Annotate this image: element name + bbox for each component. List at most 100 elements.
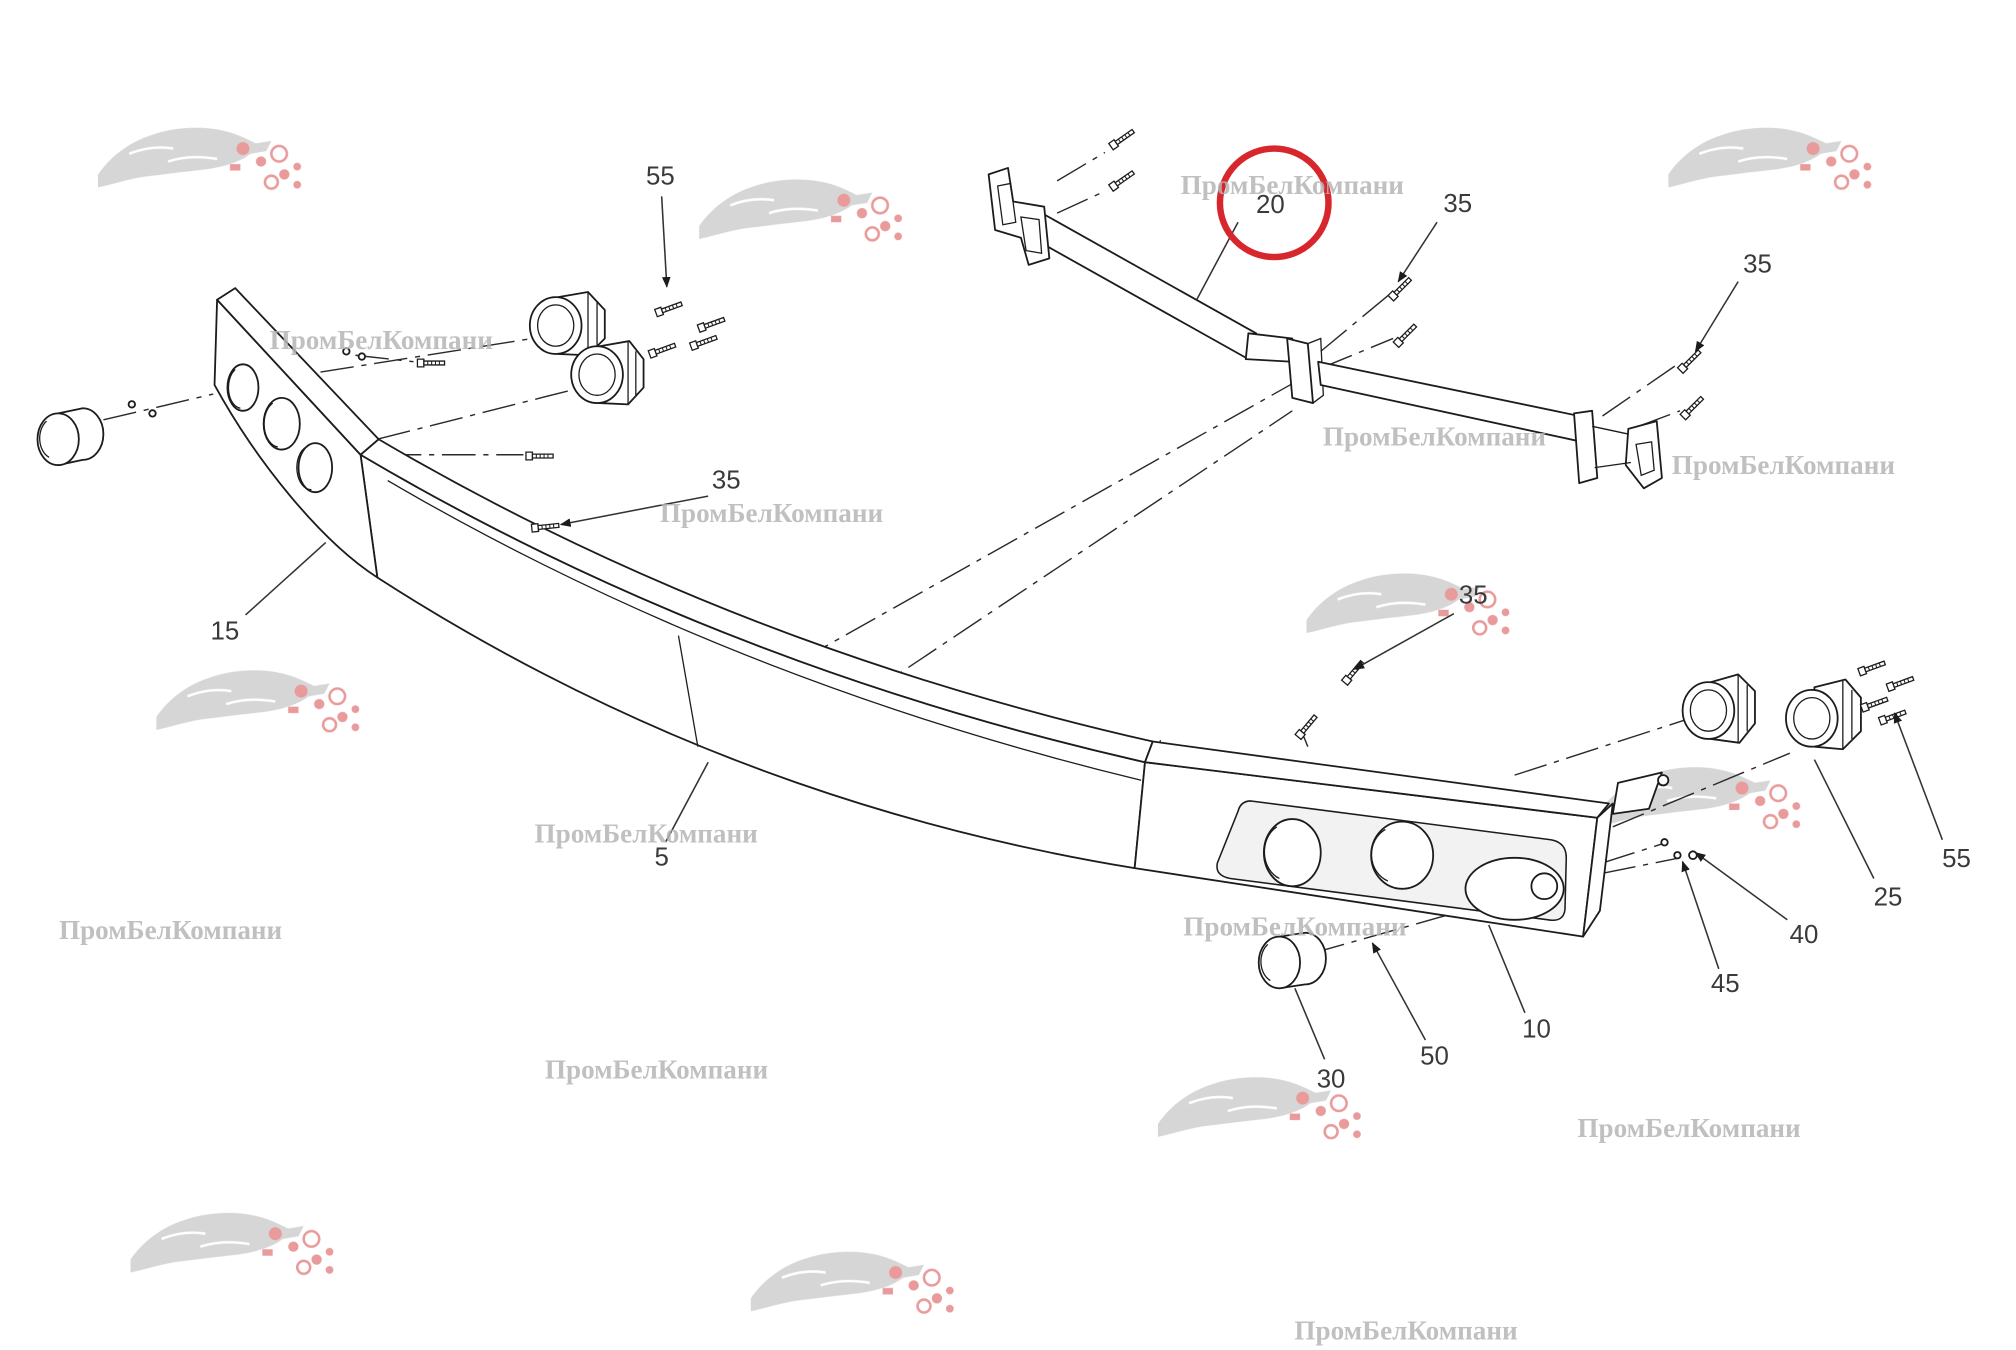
screw <box>1679 394 1706 421</box>
screw <box>525 451 554 461</box>
callout-label-35-center-left: 35 <box>712 466 741 494</box>
bracket-tube-left <box>1035 213 1258 361</box>
screw <box>647 340 678 359</box>
washer <box>148 409 157 418</box>
washer <box>127 400 136 409</box>
screw <box>688 333 719 351</box>
watermark-text: ПромБелКомпани <box>1672 450 1895 480</box>
leader-line <box>1353 612 1455 670</box>
screw <box>1387 275 1414 302</box>
assembly-line <box>103 393 214 421</box>
leader-line <box>245 542 327 616</box>
assembly-line <box>377 389 572 440</box>
assembly-line <box>1056 190 1106 214</box>
washer <box>357 352 366 361</box>
bumper-center-bevel <box>387 480 1142 781</box>
callout-label-5: 5 <box>654 844 668 872</box>
screw <box>1859 694 1890 713</box>
watermark-text: ПромБелКомпани <box>59 915 282 945</box>
assembly-line <box>798 383 1293 663</box>
assembly-line <box>862 410 1293 699</box>
callout-label-45: 45 <box>1711 970 1740 998</box>
leader-line <box>1694 281 1739 353</box>
screw <box>1108 127 1137 151</box>
watermark-texts: ПромБелКомпани ПромБелКомпани ПромБелКом… <box>59 170 1895 1346</box>
leader-line <box>1813 759 1875 879</box>
bracket-right-mount <box>1573 409 1599 485</box>
watermark-text: ПромБелКомпани <box>270 325 493 355</box>
right-cap-tab <box>1611 771 1663 815</box>
right-cap-oval-hole <box>1464 856 1565 921</box>
callout-label-25: 25 <box>1874 884 1903 912</box>
watermark-text: ПромБелКомпани <box>1294 1316 1517 1346</box>
bracket-center-collar <box>1286 337 1314 404</box>
callout-label-35-right: 35 <box>1743 251 1772 279</box>
leader-line <box>1893 712 1944 840</box>
watermark-logo <box>129 1211 335 1276</box>
screw <box>1108 168 1137 192</box>
callout-label-35-center-right: 35 <box>1459 581 1488 609</box>
screw <box>1340 658 1366 686</box>
leader-line <box>1681 860 1720 970</box>
screw <box>1392 322 1419 349</box>
assembly-line <box>1056 151 1106 182</box>
callout-label-55-left: 55 <box>646 163 675 191</box>
bumper-left-end-cap <box>213 287 380 579</box>
bumper-center-seam <box>677 635 699 747</box>
bracket-tube-joint <box>1244 332 1294 363</box>
callout-label-40: 40 <box>1790 921 1819 949</box>
watermark-text: ПромБелКомпани <box>535 818 758 848</box>
mounting-bracket-frame <box>987 167 1663 490</box>
screw <box>654 299 684 318</box>
watermark-logo <box>749 1250 956 1314</box>
lens-cap-face <box>1257 935 1301 990</box>
leader-line <box>559 495 709 527</box>
watermark-text: ПромБелКомпани <box>1577 1113 1800 1143</box>
callout-labels: 55 20 35 35 35 15 35 5 55 25 40 45 10 50… <box>210 163 1970 1094</box>
bracket-left-mount <box>987 167 1051 266</box>
screw <box>1676 347 1703 374</box>
watermark-logo <box>1667 126 1873 190</box>
watermark-text: ПромБелКомпани <box>660 498 883 528</box>
callout-label-10: 10 <box>1522 1015 1551 1043</box>
right-cap-hole <box>1370 820 1435 890</box>
bracket-right-plate <box>1624 420 1663 490</box>
callout-label-50: 50 <box>1420 1043 1449 1071</box>
leader-line <box>660 196 671 288</box>
leader-line <box>1371 942 1427 1041</box>
watermark-logo <box>155 669 361 733</box>
screw <box>1857 658 1887 677</box>
screw <box>416 358 446 368</box>
callout-label-15: 15 <box>210 617 239 645</box>
fog-lamps-left <box>528 291 645 406</box>
left-cap-top-face <box>216 287 380 456</box>
left-cap-hole <box>226 363 260 412</box>
watermark-text: ПромБелКомпани <box>1323 422 1546 452</box>
washer <box>1657 774 1670 787</box>
left-cap-hole <box>297 442 334 494</box>
assembly-line <box>1602 841 1668 864</box>
leader-lines <box>245 196 1944 1060</box>
leader-line <box>1397 221 1438 283</box>
lens-cap-face <box>36 412 80 466</box>
washer <box>1673 851 1682 860</box>
screw <box>1885 674 1916 693</box>
bumper-right-end-cap <box>1133 740 1663 938</box>
assembly-line <box>1320 293 1390 352</box>
leader-line <box>1694 851 1788 921</box>
leader-line <box>1294 987 1326 1060</box>
assembly-line <box>1514 717 1691 776</box>
right-cap-small-hole <box>1530 872 1559 901</box>
fog-lamps-right <box>1681 673 1862 751</box>
screw <box>1877 707 1908 726</box>
assembly-line <box>1602 857 1681 874</box>
assembly-line <box>320 337 533 373</box>
right-cap-end-face <box>1582 802 1614 938</box>
highlight-circle <box>1216 145 1332 261</box>
washer <box>1660 838 1669 847</box>
watermark-text: ПромБелКомпани <box>1181 170 1404 200</box>
watermark-logo <box>96 126 303 190</box>
screw <box>1294 713 1320 741</box>
callout-label-20: 20 <box>1256 191 1285 219</box>
leader-line <box>1488 924 1526 1014</box>
